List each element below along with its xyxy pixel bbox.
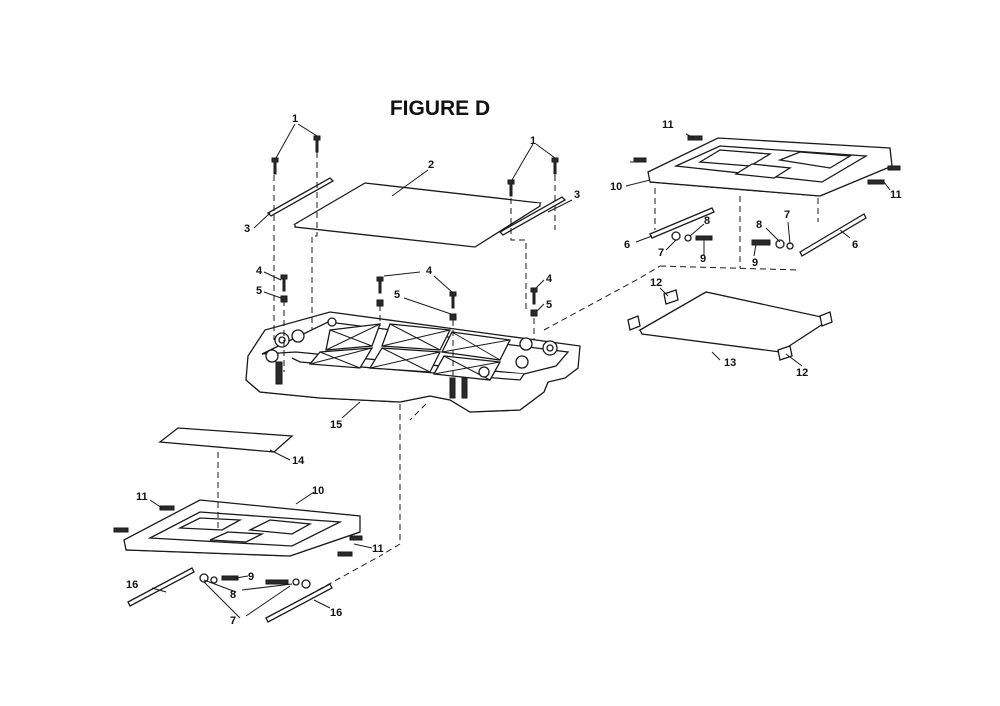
callout-8: 8	[756, 219, 762, 231]
callout-labels: 1 1 2 3 3 4 4 4 5 5 5 6 6 7 7 7 8 8 8 9 …	[126, 113, 902, 627]
callout-10: 10	[312, 485, 324, 497]
frame-upper-right	[647, 137, 893, 197]
callout-14: 14	[292, 455, 305, 467]
callout-6: 6	[852, 239, 858, 251]
callout-16: 16	[330, 607, 342, 619]
side-rail-lower-left	[127, 567, 195, 607]
clip-lower	[777, 345, 793, 361]
base-assembly	[245, 311, 581, 413]
leader-lines	[149, 123, 891, 619]
callout-5: 5	[546, 299, 552, 311]
callout-5: 5	[394, 289, 400, 301]
callout-1: 1	[292, 113, 298, 125]
clip-upper	[663, 289, 679, 305]
callout-8: 8	[704, 215, 710, 227]
callout-1: 1	[530, 135, 536, 147]
callout-11: 11	[662, 119, 674, 131]
frame-lower-left	[123, 499, 361, 557]
callout-11: 11	[372, 543, 384, 555]
callout-8: 8	[230, 589, 236, 601]
callout-11: 11	[136, 491, 148, 503]
assembly-lines	[217, 152, 819, 601]
callout-15: 15	[330, 419, 342, 431]
rail-right	[498, 196, 567, 236]
callout-9: 9	[752, 257, 758, 269]
callout-10: 10	[610, 181, 622, 193]
callout-2: 2	[428, 159, 434, 171]
callout-5: 5	[256, 285, 262, 297]
callout-12: 12	[650, 277, 662, 289]
bolts-and-nuts	[280, 274, 538, 321]
callout-6: 6	[624, 239, 630, 251]
callout-4: 4	[546, 273, 553, 285]
clip-right	[819, 311, 833, 327]
callout-13: 13	[724, 357, 736, 369]
figure-title: FIGURE D	[389, 97, 491, 120]
callout-16: 16	[126, 579, 138, 591]
callout-3: 3	[574, 189, 580, 201]
callout-3: 3	[244, 223, 250, 235]
decal-sheet	[158, 427, 294, 453]
callout-9: 9	[248, 571, 254, 583]
clip-left	[627, 315, 641, 331]
side-rail-upper-right	[799, 213, 867, 257]
callout-7: 7	[658, 247, 664, 259]
callout-4: 4	[256, 265, 263, 277]
hardware-lower-left	[113, 505, 363, 589]
callout-4: 4	[426, 265, 433, 277]
callout-11: 11	[890, 189, 902, 201]
side-rail-lower-right	[265, 583, 333, 623]
screws-top	[271, 135, 559, 197]
callout-12: 12	[796, 367, 808, 379]
callout-7: 7	[784, 209, 790, 221]
callout-7: 7	[230, 615, 236, 627]
callout-9: 9	[700, 253, 706, 265]
